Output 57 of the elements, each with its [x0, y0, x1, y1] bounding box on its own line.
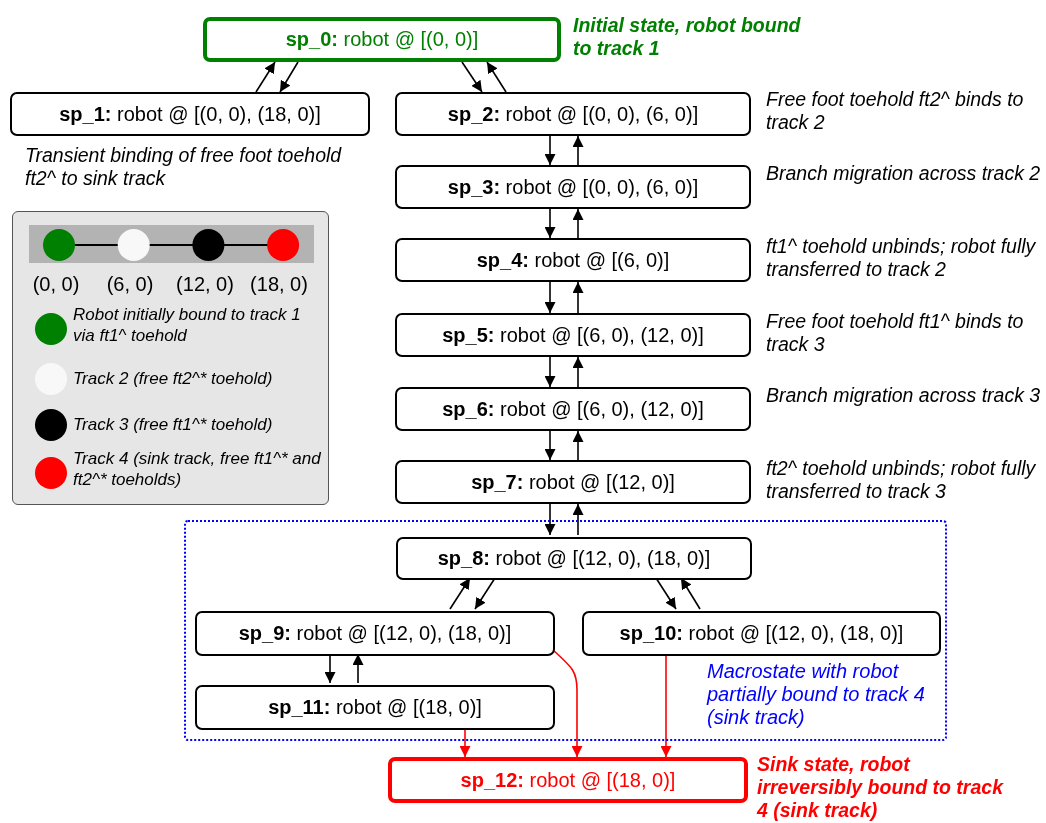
state-box: sp_8: robot @ [(12, 0), (18, 0)] [396, 537, 752, 580]
arrow [449, 577, 471, 610]
legend-text: Track 2 (free ft2^* toehold) [73, 368, 274, 389]
state-note: Branch migration across track 2 [766, 162, 1042, 185]
state-box: sp_0: robot @ [(0, 0)] [203, 17, 561, 62]
state-box: sp_3: robot @ [(0, 0), (6, 0)] [395, 165, 751, 209]
arrow [461, 61, 483, 93]
macrostate-region [184, 520, 947, 741]
state-note: ft2^ toehold unbinds; robot fully transferred to track 3 [766, 457, 1037, 503]
legend-text: Track 3 (free ft1^* toehold) [73, 414, 274, 435]
state-note: ft1^ toehold unbinds; robot fully transferred to track 2 [766, 235, 1037, 281]
state-box: sp_10: robot @ [(12, 0), (18, 0)] [582, 611, 941, 656]
arrow [544, 135, 556, 166]
arrow [572, 430, 584, 461]
arrow [680, 577, 701, 610]
state-note: Sink state, robot irreversibly bound to track 4 (sink track) [757, 753, 1005, 822]
coordinate-label: (6, 0) [106, 273, 154, 296]
state-box: sp_7: robot @ [(12, 0)] [395, 460, 751, 504]
coordinate-label: (12, 0) [176, 273, 234, 296]
state-box: sp_5: robot @ [(6, 0), (12, 0)] [395, 313, 751, 357]
macrostate-note: Macrostate with robot partially bound to track 4 (sink track) [707, 660, 926, 729]
arrow [552, 649, 583, 758]
legend-text: Robot initially bound to track 1 via ft1^ toehold [73, 304, 302, 346]
arrow [474, 577, 496, 610]
state-box: sp_12: robot @ [(18, 0)] [388, 757, 748, 803]
coordinate-label: (18, 0) [250, 273, 308, 296]
arrow [255, 61, 276, 93]
state-note: Free foot toehold ft1^ binds to track 3 [766, 310, 1025, 356]
arrow [655, 577, 677, 610]
arrow [324, 653, 336, 684]
coordinate-label: (0, 0) [32, 273, 80, 296]
state-note: Initial state, robot bound to track 1 [573, 14, 802, 60]
state-box: sp_4: robot @ [(6, 0)] [395, 238, 751, 282]
state-note: Free foot toehold ft2^ binds to track 2 [766, 88, 1025, 134]
arrow [544, 503, 556, 536]
arrow [459, 727, 471, 758]
arrow [544, 430, 556, 461]
state-box: sp_1: robot @ [(0, 0), (18, 0)] [10, 92, 370, 136]
state-box: sp_11: robot @ [(18, 0)] [195, 685, 555, 730]
arrow [352, 653, 364, 684]
arrow [544, 208, 556, 239]
state-note: Transient binding of free foot toehold ft2^ to sink track [25, 144, 343, 190]
arrow [572, 281, 584, 314]
arrow [544, 356, 556, 388]
arrow [486, 61, 507, 93]
state-box: sp_2: robot @ [(0, 0), (6, 0)] [395, 92, 751, 136]
state-box: sp_9: robot @ [(12, 0), (18, 0)] [195, 611, 555, 656]
arrow [572, 208, 584, 239]
arrow [544, 281, 556, 314]
state-note: Branch migration across track 3 [766, 384, 1042, 407]
legend-text: Track 4 (sink track, free ft1^* and ft2^* toeholds) [73, 448, 322, 490]
arrow [572, 135, 584, 166]
arrow [660, 653, 672, 758]
arrow [572, 503, 584, 536]
arrow [279, 61, 299, 93]
arrow [572, 356, 584, 388]
state-box: sp_6: robot @ [(6, 0), (12, 0)] [395, 387, 751, 431]
